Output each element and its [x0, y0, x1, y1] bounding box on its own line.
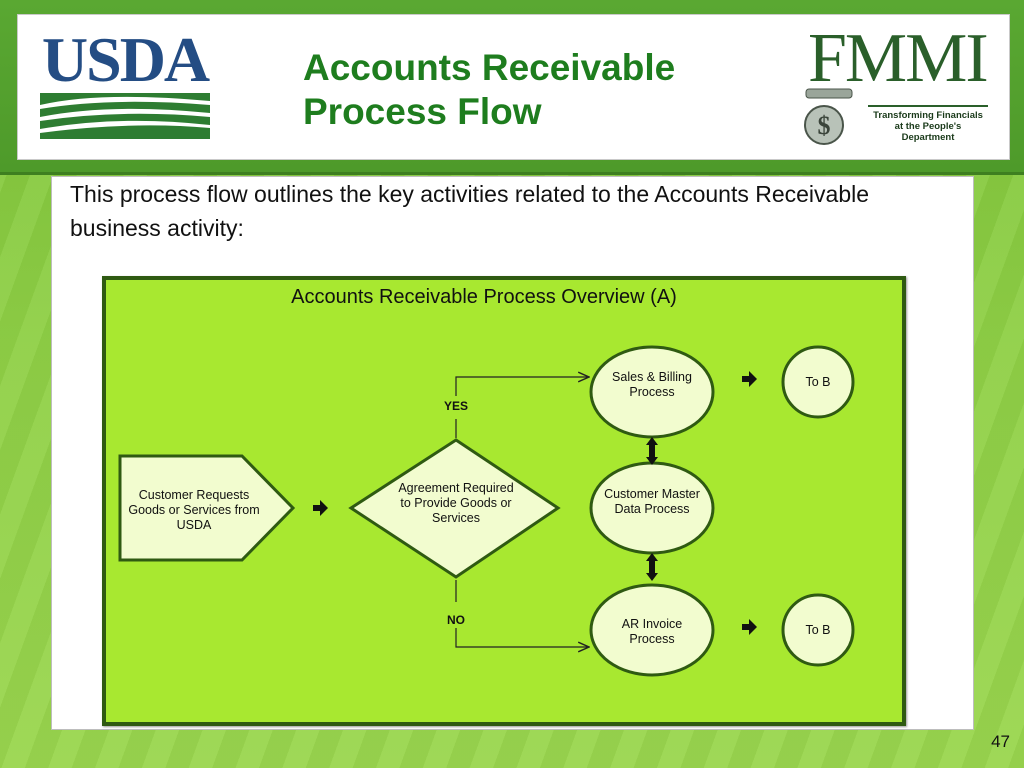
- page-title-line-1: Accounts Receivable: [303, 47, 676, 88]
- flow-arrow-icon: [313, 500, 328, 516]
- fmmi-logo: FMMI $ Transforming Financials at the Pe…: [796, 20, 992, 151]
- sales-billing-label: Sales & Billing Process: [612, 370, 692, 399]
- intro-text: This process flow outlines the key activ…: [70, 181, 870, 241]
- fmmi-logo-text: FMMI: [808, 20, 989, 97]
- to-b-top-label: To B: [805, 375, 831, 389]
- content-panel: This process flow outlines the key activ…: [51, 176, 974, 730]
- customer-master-label: Customer Master Data Process: [604, 487, 700, 516]
- process-diagram: Accounts Receivable Process Overview (A): [102, 276, 906, 726]
- usda-logo-text: USDA: [41, 24, 210, 95]
- diagram-canvas: [118, 345, 855, 677]
- agreement-label: Agreement Required to Provide Goods or S…: [398, 481, 514, 525]
- agreement-diamond-shape: [348, 438, 561, 579]
- double-arrow-icon: [646, 553, 658, 581]
- yes-branch-label: YES: [443, 399, 468, 413]
- page-title-line-2: Process Flow: [303, 91, 542, 132]
- yes-connector: [455, 377, 589, 396]
- customer-requests-shape: [118, 454, 296, 562]
- usda-logo: USDA: [40, 27, 210, 139]
- no-branch-label: NO: [447, 613, 465, 627]
- double-arrow-icon: [646, 437, 658, 465]
- flow-arrow-icon: [742, 371, 757, 387]
- to-b-top-shape: [781, 345, 855, 419]
- ar-invoice-shape: [589, 583, 715, 677]
- fmmi-tagline: Transforming Financials at the People's …: [868, 105, 988, 143]
- customer-requests-label: Customer Requests Goods or Services from…: [128, 488, 260, 532]
- usda-fields-icon: [40, 93, 210, 139]
- diagram-title: Accounts Receivable Process Overview (A): [291, 286, 677, 308]
- flow-arrow-icon: [742, 619, 757, 635]
- to-b-bottom-label: To B: [805, 623, 831, 637]
- key-dollar-icon: $: [804, 88, 853, 145]
- header-panel: USDA Accounts Receivable Process Flow FM…: [17, 14, 1010, 160]
- svg-text:$: $: [818, 111, 831, 140]
- no-connector: [455, 628, 589, 647]
- page-number: 47: [991, 732, 1010, 751]
- to-b-bottom-shape: [781, 593, 855, 667]
- ar-invoice-label: AR Invoice Process: [621, 617, 683, 646]
